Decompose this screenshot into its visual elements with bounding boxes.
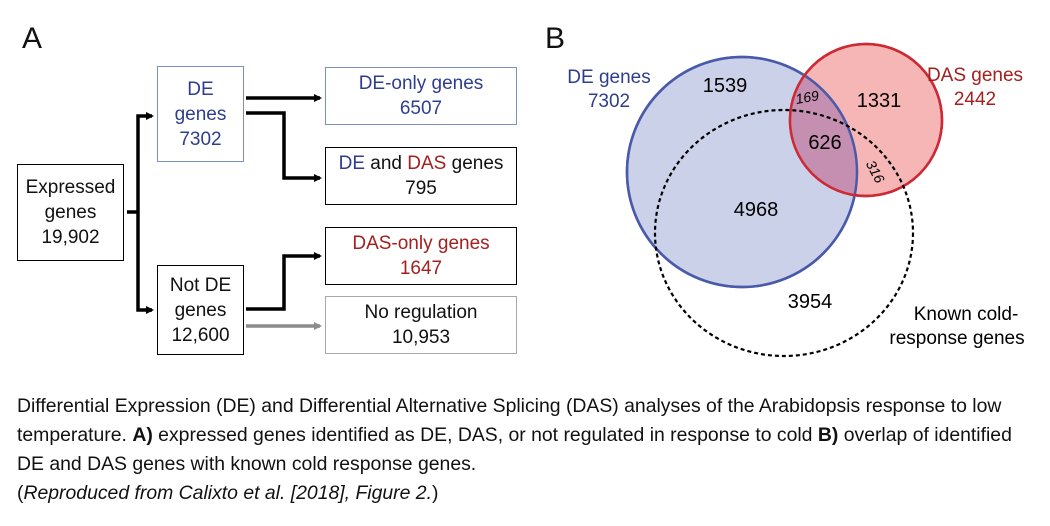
no-regulation-box: No regulation 10,953 — [325, 296, 517, 354]
de-line1: DE — [187, 78, 214, 100]
known-set-circle — [653, 108, 915, 358]
dasonly-label: DAS-only genes — [352, 233, 490, 254]
deonly-label: DE-only genes — [358, 73, 484, 94]
notde-line1: Not DE — [169, 274, 232, 296]
region-de-only: 1539 — [703, 75, 748, 97]
notde-count: 12,600 — [171, 324, 230, 346]
caption-line-source: (Reproduced from Calixto et al. [2018], … — [17, 479, 1032, 508]
notde-line2: genes — [174, 299, 227, 321]
caption-text2: expressed genes identified as DE, DAS, o… — [152, 424, 818, 446]
expressed-count: 19,902 — [41, 227, 100, 248]
das-only-genes-box: DAS-only genes 1647 — [325, 227, 517, 285]
deanddas-das-word: DAS — [407, 153, 447, 174]
caption-bold-a: A) — [132, 424, 153, 446]
region-de-das-only: 169 — [794, 87, 820, 107]
caption-text3: overlap of identified DE and DAS genes w… — [17, 424, 1012, 475]
known-set-label-line2: response genes — [889, 328, 1024, 349]
caption-source: Reproduced from Calixto et al. [2018], F… — [23, 482, 432, 504]
region-de-known: 4968 — [734, 199, 779, 221]
de-set-label-line1: DE genes — [567, 67, 650, 88]
deanddas-and-word: and — [370, 153, 402, 174]
caption-bold-b: B) — [817, 424, 839, 446]
noreg-label: No regulation — [364, 302, 478, 323]
de-count: 7302 — [179, 128, 222, 150]
deanddas-de-word: DE — [338, 153, 365, 174]
panel-b-label: B — [545, 22, 566, 55]
noreg-count: 10,953 — [391, 327, 451, 348]
expressed-genes-box: Expressed genes 19,902 — [17, 164, 124, 261]
de-genes-box: DE genes 7302 — [157, 66, 244, 162]
deanddas-label: DE and DAS genes — [339, 151, 504, 176]
deonly-count: 6507 — [399, 98, 443, 119]
caption-text1: Differential Expression (DE) and Differe… — [17, 395, 1002, 446]
region-all-three: 626 — [808, 132, 841, 154]
deanddas-count: 795 — [405, 178, 437, 199]
das-set-label-line2: 2442 — [954, 89, 996, 110]
deanddas-genes-word: genes — [451, 153, 504, 174]
de-line2: genes — [174, 103, 227, 125]
caption-open-paren: ( — [17, 482, 24, 504]
caption-line-main: Differential Expression (DE) and Differe… — [17, 392, 1032, 479]
das-set-label-line1: DAS genes — [927, 65, 1023, 86]
region-known-only: 3954 — [788, 291, 833, 313]
expressed-line2: genes — [44, 202, 97, 223]
dasonly-count: 1647 — [399, 258, 443, 279]
not-de-genes-box: Not DE genes 12,600 — [157, 265, 244, 355]
panel-a-label: A — [22, 22, 43, 55]
arrow-de-to-deanddas — [246, 111, 322, 182]
known-set-label-line1: Known cold- — [914, 304, 1019, 325]
arrow-expressed-to-de — [136, 112, 154, 212]
arrow-expressed-to-notde — [136, 212, 154, 314]
region-das-only: 1331 — [857, 90, 902, 112]
expressed-line1: Expressed — [25, 177, 116, 198]
caption-close-paren: ) — [431, 482, 439, 504]
de-and-das-genes-box: DE and DAS genes 795 — [325, 147, 517, 205]
de-only-genes-box: DE-only genes 6507 — [325, 67, 517, 125]
figure-caption: Differential Expression (DE) and Differe… — [17, 392, 1032, 508]
arrow-notde-to-dasonly — [246, 252, 322, 311]
de-set-label-line2: 7302 — [588, 91, 630, 112]
